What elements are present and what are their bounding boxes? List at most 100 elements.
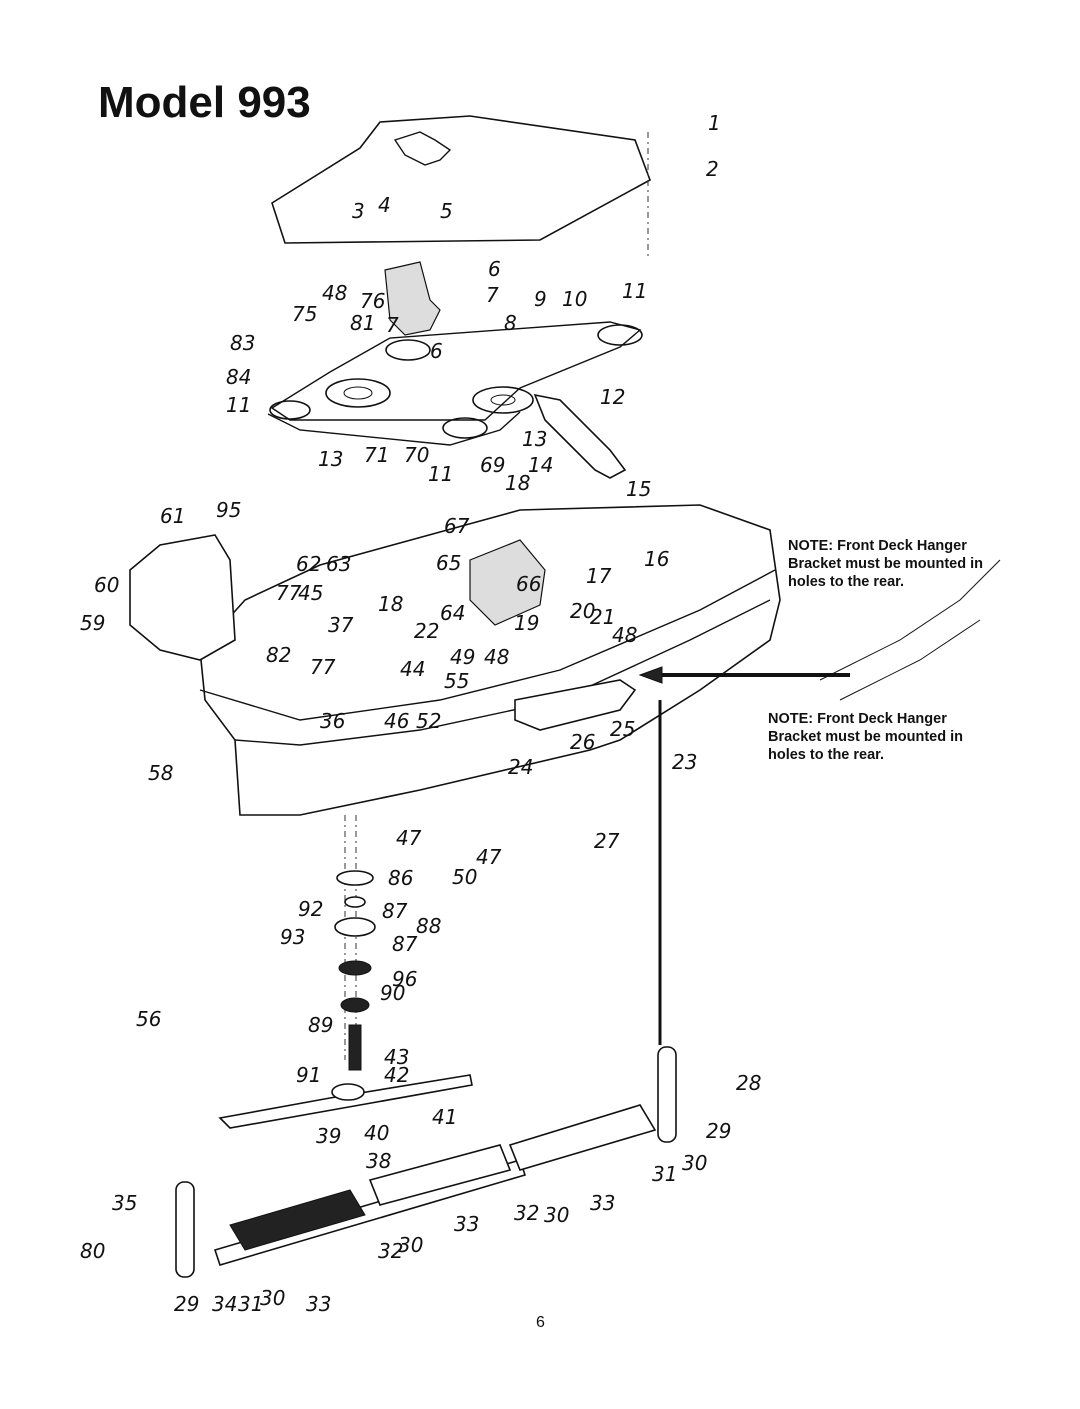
discharge-chute bbox=[129, 534, 236, 661]
part-callout-83: 83 bbox=[230, 331, 255, 355]
idler-pulley-right bbox=[597, 324, 643, 346]
part-callout-95: 95 bbox=[216, 498, 241, 522]
part-callout-8: 8 bbox=[504, 311, 517, 335]
deck-skirt bbox=[234, 599, 771, 746]
part-callout-89: 89 bbox=[308, 1013, 333, 1037]
part-callout-66: 66 bbox=[516, 572, 541, 596]
page-number: 6 bbox=[536, 1314, 545, 1331]
part-callout-26: 26 bbox=[570, 730, 595, 754]
part-callout-44: 44 bbox=[400, 657, 425, 681]
part-callout-33: 33 bbox=[590, 1191, 615, 1215]
part-callout-12: 12 bbox=[600, 385, 625, 409]
deck-hanger-note-bottom: NOTE: Front Deck Hanger Bracket must be … bbox=[768, 711, 963, 763]
part-callout-70: 70 bbox=[404, 443, 429, 467]
part-callout-30: 30 bbox=[260, 1286, 285, 1310]
drive-belt-2 bbox=[267, 411, 521, 446]
part-callout-37: 37 bbox=[328, 613, 354, 637]
part-callout-47: 47 bbox=[476, 845, 502, 869]
part-callout-50: 50 bbox=[452, 865, 477, 889]
part-callout-86: 86 bbox=[388, 866, 413, 890]
part-callout-63: 63 bbox=[326, 552, 351, 576]
part-callout-91: 91 bbox=[296, 1063, 321, 1087]
part-callout-48: 48 bbox=[322, 281, 347, 305]
part-callout-52: 52 bbox=[416, 709, 441, 733]
part-callout-87: 87 bbox=[392, 932, 418, 956]
part-callout-11: 11 bbox=[226, 393, 251, 417]
roller-bracket-left bbox=[175, 1181, 195, 1278]
deck-front-edge bbox=[199, 569, 776, 721]
part-callout-42: 42 bbox=[384, 1063, 409, 1087]
part-callout-61: 61 bbox=[160, 504, 185, 528]
part-callout-90: 90 bbox=[380, 981, 405, 1005]
idler-pulley-center bbox=[442, 417, 488, 439]
part-callout-77: 77 bbox=[310, 655, 336, 679]
part-callout-18: 18 bbox=[378, 592, 403, 616]
part-callout-5: 5 bbox=[440, 199, 453, 223]
roller-bracket-right bbox=[657, 1046, 677, 1143]
part-callout-11: 11 bbox=[622, 279, 647, 303]
part-callout-62: 62 bbox=[296, 552, 321, 576]
part-callout-82: 82 bbox=[266, 643, 291, 667]
part-callout-30: 30 bbox=[398, 1233, 423, 1257]
part-callout-36: 36 bbox=[320, 709, 345, 733]
mower-blade bbox=[218, 1074, 473, 1129]
part-callout-11: 11 bbox=[428, 462, 453, 486]
hanger-bracket bbox=[514, 679, 637, 731]
part-callout-38: 38 bbox=[366, 1149, 391, 1173]
part-callout-55: 55 bbox=[444, 669, 469, 693]
part-callout-7: 7 bbox=[386, 313, 399, 337]
deck-hanger-note-top: NOTE: Front Deck Hanger Bracket must be … bbox=[788, 538, 983, 590]
part-callout-6: 6 bbox=[430, 339, 443, 363]
hanger-detail bbox=[819, 559, 1001, 701]
part-callout-48: 48 bbox=[484, 645, 509, 669]
part-callout-13: 13 bbox=[318, 447, 343, 471]
part-callout-14: 14 bbox=[528, 453, 553, 477]
part-callout-7: 7 bbox=[486, 283, 499, 307]
part-callout-65: 65 bbox=[436, 551, 461, 575]
part-callout-76: 76 bbox=[360, 289, 385, 313]
part-callout-15: 15 bbox=[626, 477, 651, 501]
cover-cutout bbox=[393, 131, 452, 166]
part-callout-33: 33 bbox=[306, 1292, 331, 1316]
part-callout-22: 22 bbox=[414, 619, 439, 643]
part-callout-60: 60 bbox=[94, 573, 119, 597]
part-callout-81: 81 bbox=[350, 311, 375, 335]
spindle-shaft bbox=[348, 1024, 362, 1071]
part-callout-39: 39 bbox=[316, 1124, 341, 1148]
gearbox-pulley bbox=[385, 339, 431, 361]
part-callout-88: 88 bbox=[416, 914, 441, 938]
part-callout-20: 20 bbox=[570, 599, 595, 623]
part-callout-46: 46 bbox=[384, 709, 409, 733]
part-callout-41: 41 bbox=[432, 1105, 457, 1129]
part-callout-19: 19 bbox=[514, 611, 539, 635]
part-callout-17: 17 bbox=[586, 564, 612, 588]
part-callout-31: 31 bbox=[238, 1292, 263, 1316]
part-callout-23: 23 bbox=[672, 750, 697, 774]
part-callout-59: 59 bbox=[80, 611, 105, 635]
part-callout-16: 16 bbox=[644, 547, 669, 571]
part-callout-87: 87 bbox=[382, 899, 408, 923]
drive-belt-1 bbox=[270, 321, 642, 421]
spindle-housing bbox=[334, 917, 376, 937]
part-callout-33: 33 bbox=[454, 1212, 479, 1236]
part-callout-6: 6 bbox=[488, 257, 501, 281]
part-callout-30: 30 bbox=[682, 1151, 707, 1175]
part-callout-2: 2 bbox=[706, 157, 719, 181]
part-callout-80: 80 bbox=[80, 1239, 105, 1263]
part-callout-18: 18 bbox=[505, 471, 530, 495]
part-callout-29: 29 bbox=[706, 1119, 731, 1143]
part-callout-56: 56 bbox=[136, 1007, 161, 1031]
part-callout-25: 25 bbox=[610, 717, 635, 741]
part-callout-93: 93 bbox=[280, 925, 305, 949]
part-callout-48: 48 bbox=[612, 623, 637, 647]
part-callout-71: 71 bbox=[364, 443, 389, 467]
part-callout-64: 64 bbox=[440, 601, 465, 625]
part-callout-47: 47 bbox=[396, 826, 422, 850]
part-callout-28: 28 bbox=[736, 1071, 761, 1095]
part-callout-24: 24 bbox=[508, 755, 533, 779]
part-callout-3: 3 bbox=[352, 199, 365, 223]
rear-roller-mid bbox=[368, 1144, 512, 1206]
part-callout-27: 27 bbox=[594, 829, 620, 853]
part-callout-35: 35 bbox=[112, 1191, 137, 1215]
